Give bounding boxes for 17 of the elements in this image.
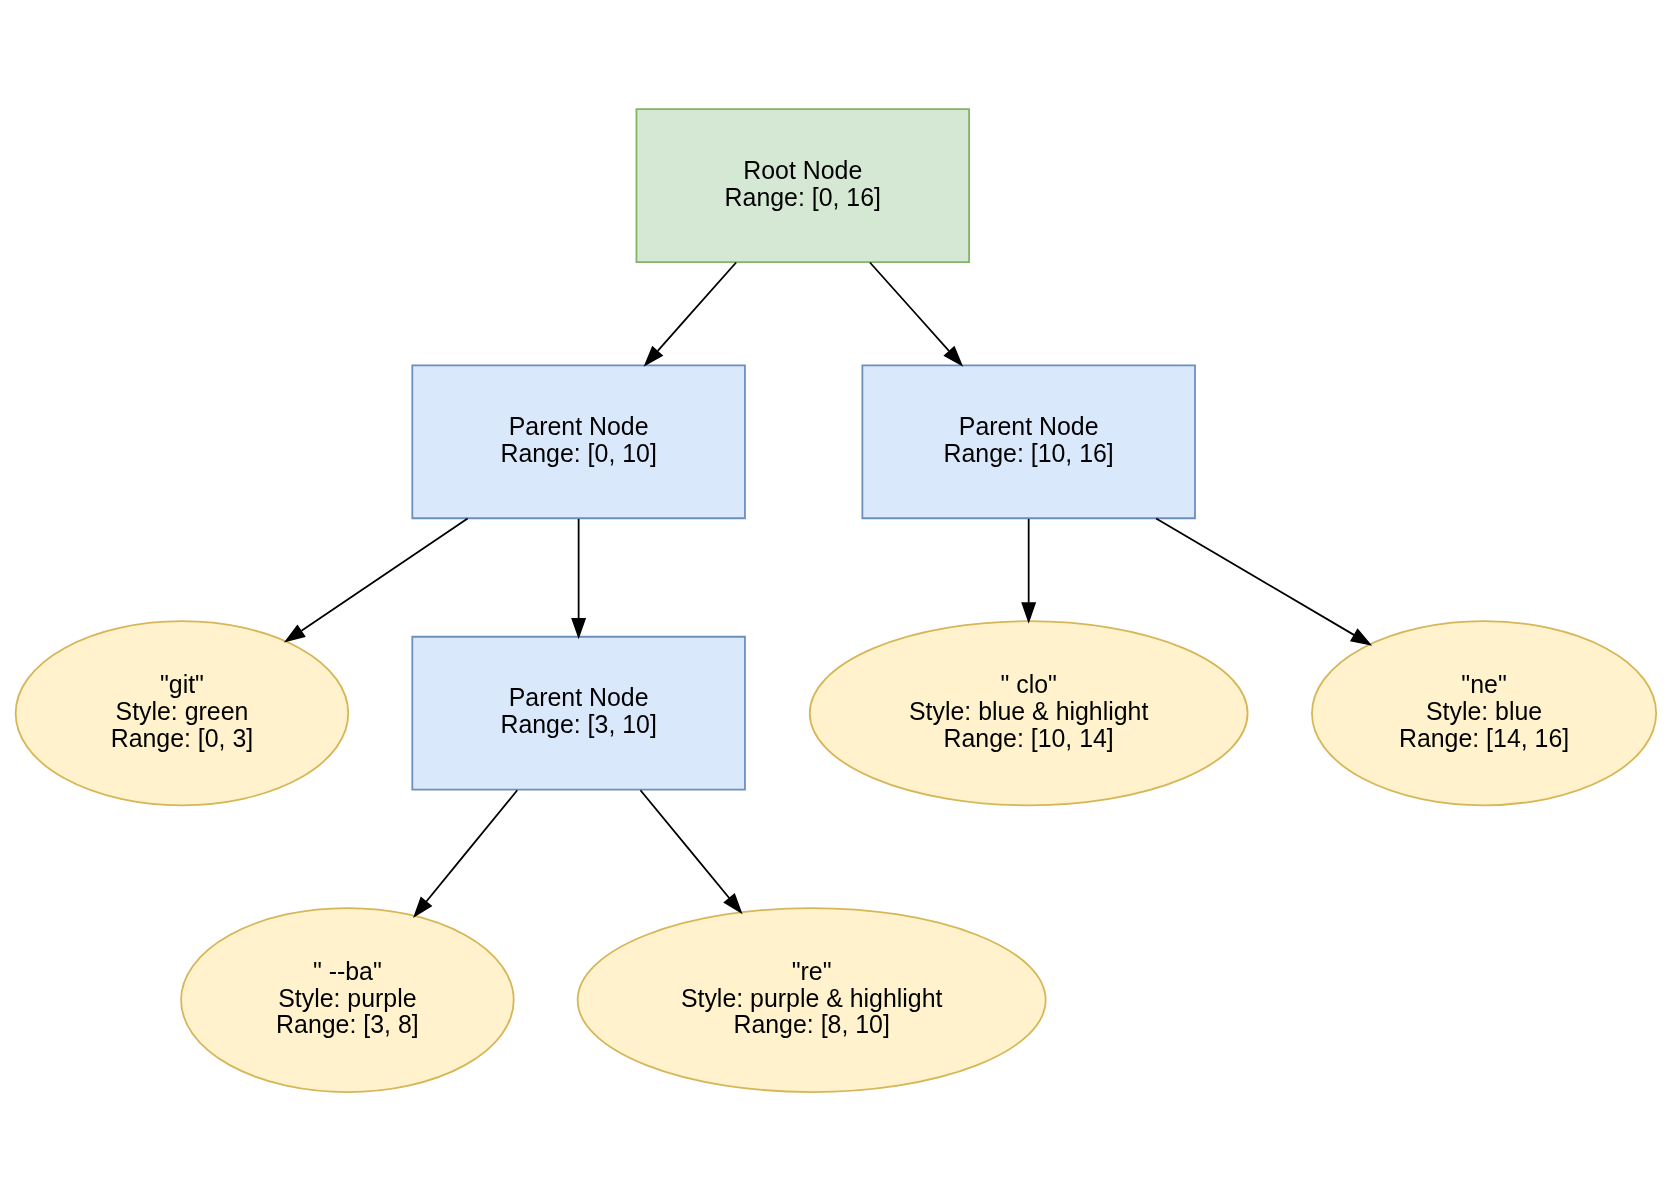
node-ellipse: "ne" Style: blue Range: [14, 16] [1311,619,1658,806]
arrow [639,788,743,914]
arrow [571,517,587,639]
arrow [413,788,519,918]
arrow [643,261,737,367]
node-ellipse: " --ba" Style: purple Range: [3, 8] [180,906,515,1093]
arrow [1155,517,1373,646]
arrow [869,261,964,367]
node-ellipse: "git" Style: green Range: [0, 3] [14,619,350,806]
node-ellipse: " clo" Style: blue & highlight Range: [10, 14] [808,619,1249,806]
arrow [1021,517,1037,624]
arrow [283,517,469,643]
node-ellipse: "re" Style: purple & highlight Range: [8, 10] [576,906,1047,1093]
node-box: Root Node Range: [0, 16] [635,107,970,263]
node-box: Parent Node Range: [10, 16] [861,363,1196,519]
node-box: Parent Node Range: [3, 10] [411,635,746,791]
node-box: Parent Node Range: [0, 10] [411,363,746,519]
